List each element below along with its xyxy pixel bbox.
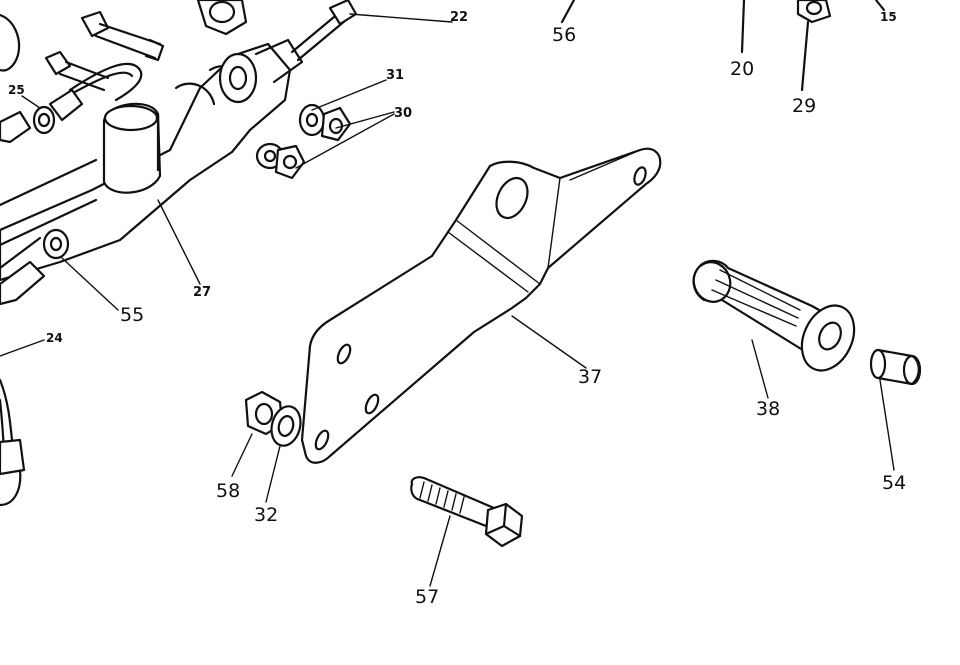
callout-57: 57 [415,586,440,608]
callout-27: 27 [193,285,212,300]
top-right-parts [560,0,886,92]
callout-58: 58 [216,480,241,502]
pivot-sleeve-part-38 [692,259,856,372]
callout-31: 31 [386,68,405,83]
callout-30: 30 [394,106,413,121]
leader-lines [0,13,895,587]
callout-37: 37 [578,366,603,388]
callout-38: 38 [756,398,781,420]
pedal-bracket-part-37 [300,147,662,464]
clutch-master-cylinder-assembly [0,0,358,507]
callout-22: 22 [450,10,469,25]
callout-29: 29 [792,95,817,117]
bush-part-54 [869,348,922,386]
callout-55: 55 [120,304,145,326]
callout-32: 32 [254,504,279,526]
bolt-part-57 [410,476,524,548]
nut-and-washer-parts-58-32 [244,390,302,447]
callout-15: 15 [880,10,897,24]
callout-25: 25 [8,83,25,97]
callout-54: 54 [882,472,907,494]
callout-24: 24 [46,331,63,345]
callout-56: 56 [552,24,577,46]
callout-20: 20 [730,58,755,80]
